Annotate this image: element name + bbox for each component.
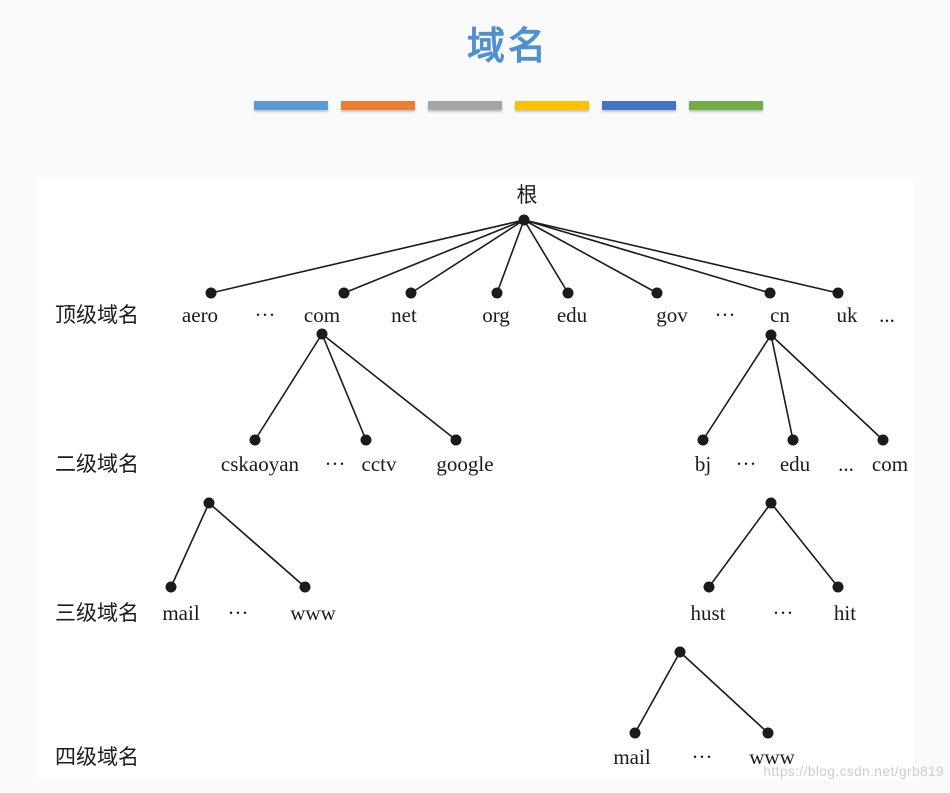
tree-dot-th_mail	[165, 581, 177, 593]
tree-edge-root_dot-t_org	[496, 219, 525, 294]
tree-label-gov: gov	[656, 303, 688, 327]
tree-label-三级域名: 三级域名	[55, 601, 139, 625]
tree-dot-cskaoyan_sub	[203, 497, 215, 509]
tree-label-二级域名: 二级域名	[55, 452, 139, 476]
accent-bar	[688, 101, 763, 110]
tree-dot-t_uk	[832, 287, 844, 299]
tree-dot-t_net	[405, 287, 417, 299]
tree-label-cn: cn	[770, 303, 790, 327]
tree-edge-cn_sub-s_edu	[770, 334, 794, 441]
tree-dot-t_gov	[651, 287, 663, 299]
tree-dot-s_cctv	[360, 434, 372, 446]
accent-bars	[66, 101, 950, 110]
tree-edge-root_dot-t_uk	[523, 219, 839, 294]
tree-label-...: ...	[838, 452, 854, 476]
tree-dot-s_com	[877, 434, 889, 446]
tree-edge-hust_sub-f_www	[679, 651, 769, 734]
tree-edge-com_sub-s_google	[321, 333, 457, 441]
tree-label-根: 根	[517, 183, 538, 207]
tree-label-顶级域名: 顶级域名	[55, 303, 139, 327]
tree-label-mail: mail	[162, 601, 199, 625]
tree-label-···: ···	[692, 745, 713, 769]
tree-label-cctv: cctv	[362, 452, 397, 476]
tree-label-com: com	[872, 452, 908, 476]
tree-label-hit: hit	[834, 601, 856, 625]
tree-label-mail: mail	[613, 745, 650, 769]
tree-label-···: ···	[255, 303, 276, 327]
tree-label-aero: aero	[182, 303, 218, 327]
tree-edge-root_dot-t_com	[343, 219, 525, 294]
tree-label-···: ···	[325, 452, 346, 476]
tree-label-www: www	[290, 601, 336, 625]
tree-label-cskaoyan: cskaoyan	[221, 452, 300, 476]
tree-dot-s_bj	[697, 434, 709, 446]
tree-dot-cn_sub	[765, 329, 777, 341]
tree-dot-t_org	[491, 287, 503, 299]
tree-dot-t_cn	[764, 287, 776, 299]
tree-edge-root_dot-t_gov	[523, 219, 658, 294]
tree-label-···: ···	[715, 303, 736, 327]
tree-label-edu: edu	[557, 303, 588, 327]
tree-edge-hust_sub-f_mail	[634, 651, 681, 734]
tree-dot-t_aero	[205, 287, 217, 299]
accent-bar	[601, 101, 676, 110]
tree-label-···: ···	[773, 601, 794, 625]
tree-label-uk: uk	[837, 303, 859, 327]
tree-edge-cn_sub-s_bj	[702, 334, 772, 441]
tree-dot-t_edu	[562, 287, 574, 299]
tree-edge-com_sub-s_cctv	[321, 333, 367, 441]
tree-edge-root_dot-t_aero	[210, 219, 525, 294]
tree-label-···: ···	[736, 452, 757, 476]
accent-bar	[427, 101, 502, 110]
tree-dot-th_hit	[832, 581, 844, 593]
tree-edge-root_dot-t_cn	[523, 219, 771, 294]
tree-dot-f_www	[762, 727, 774, 739]
tree-edge-com_sub-s_cskaoyan	[254, 333, 323, 441]
header: 域名	[66, 0, 950, 110]
accent-bar	[253, 101, 328, 110]
tree-dot-s_google	[450, 434, 462, 446]
tree-edge-cn_sub-s_com	[770, 334, 884, 441]
tree-label-bj: bj	[695, 452, 711, 476]
tree-label-edu: edu	[780, 452, 811, 476]
tree-dot-hust_sub	[674, 646, 686, 658]
tree-edge-cskaoyan_sub-th_mail	[170, 502, 210, 588]
tree-dot-com_sub	[316, 328, 328, 340]
tree-dot-f_mail	[629, 727, 641, 739]
tree-label-...: ...	[879, 303, 895, 327]
dns-tree-panel: 根顶级域名 aero ··· com net org edu gov ··· cn uk... 二级域…	[36, 178, 914, 780]
tree-dot-th_hust	[703, 581, 715, 593]
tree-edge-edu2_sub-th_hit	[770, 502, 839, 588]
accent-bar	[514, 101, 589, 110]
tree-edge-root_dot-t_net	[410, 219, 525, 294]
tree-label-hust: hust	[690, 601, 725, 625]
tree-label-net: net	[391, 303, 417, 327]
tree-label-google: google	[436, 452, 493, 476]
tree-dot-t_com	[338, 287, 350, 299]
tree-label-四级域名: 四级域名	[55, 745, 139, 769]
tree-label-···: ···	[228, 601, 249, 625]
tree-edge-cskaoyan_sub-th_www	[208, 502, 306, 588]
tree-label-org: org	[482, 303, 510, 327]
tree-dot-s_edu	[787, 434, 799, 446]
tree-label-com: com	[304, 303, 340, 327]
tree-label-www: www	[749, 745, 795, 769]
tree-dot-edu2_sub	[765, 497, 777, 509]
tree-dot-s_cskaoyan	[249, 434, 261, 446]
page-title: 域名	[466, 26, 549, 68]
tree-edge-edu2_sub-th_hust	[708, 502, 772, 588]
tree-dot-root_dot	[518, 214, 530, 226]
tree-dot-th_www	[299, 581, 311, 593]
watermark: https://blog.csdn.net/grb819	[763, 764, 944, 779]
accent-bar	[340, 101, 415, 110]
tree-edge-root_dot-t_edu	[523, 219, 569, 294]
